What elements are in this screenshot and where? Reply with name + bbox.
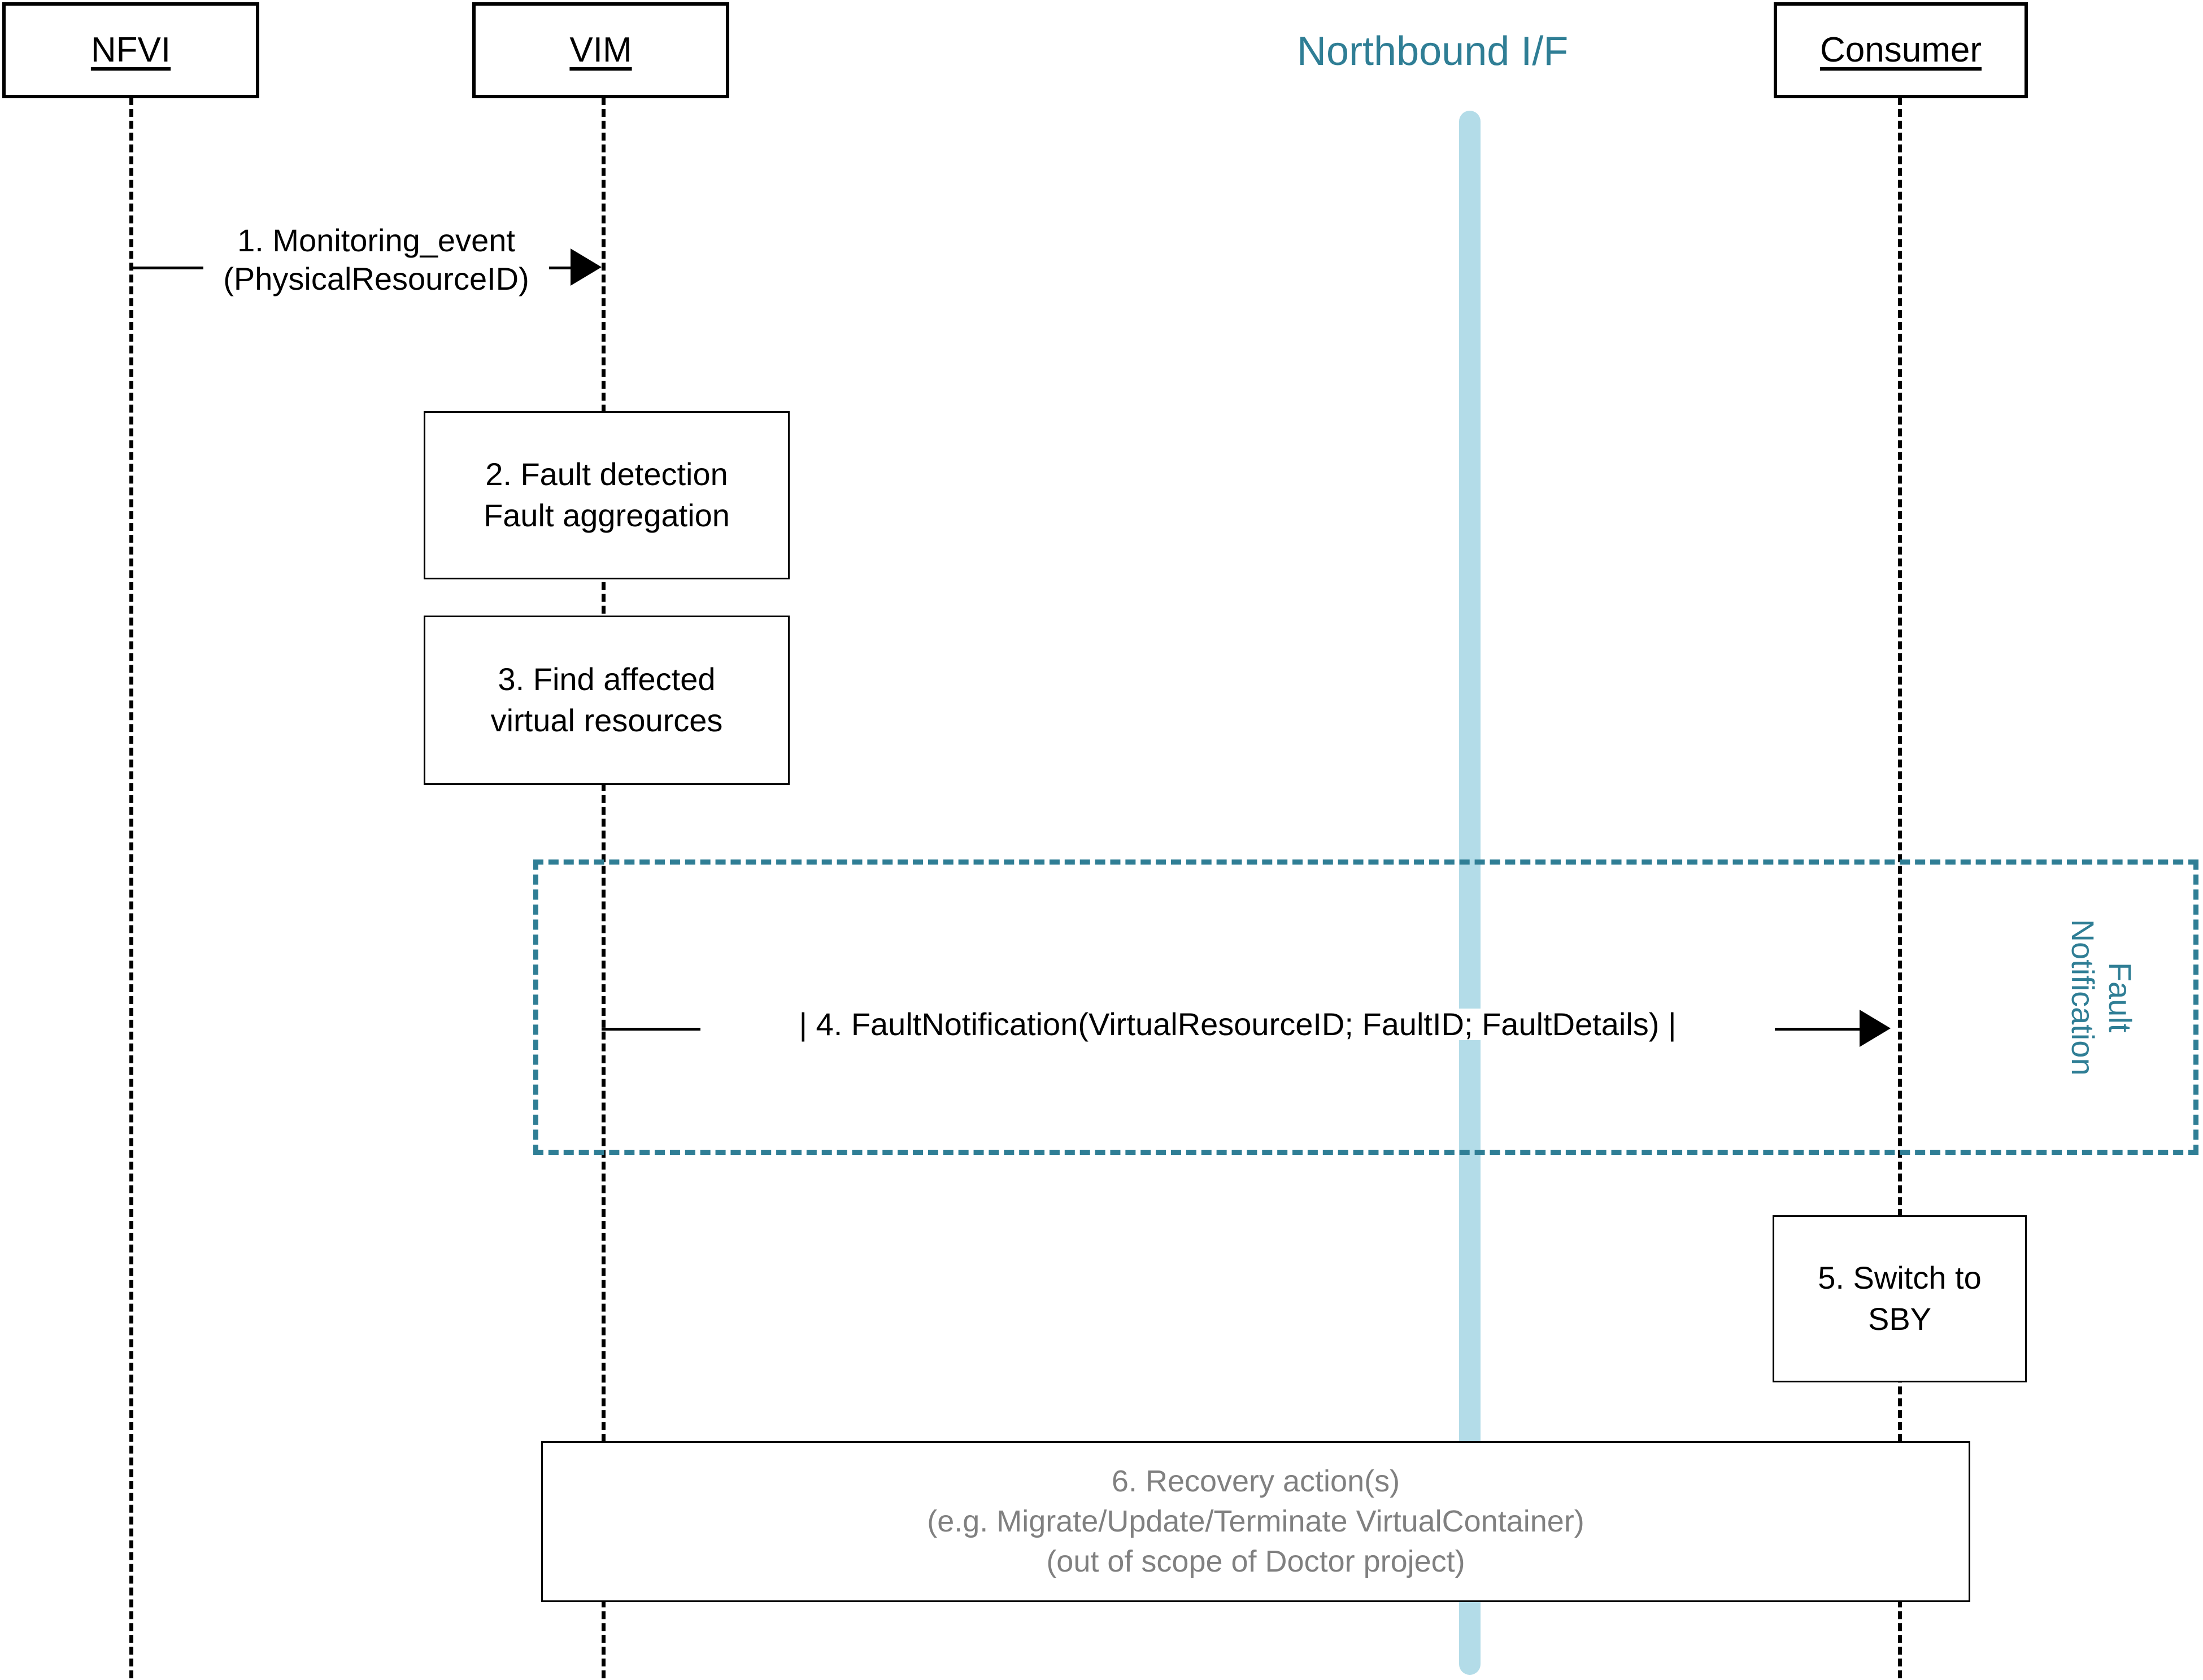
message-arrowhead-1	[571, 248, 602, 286]
message-label-4-text: | 4. FaultNotification(VirtualResourceID…	[799, 1006, 1677, 1042]
process-box-6-line1: 6. Recovery action(s)	[1111, 1464, 1400, 1498]
lifeline-consumer	[1898, 97, 1902, 1678]
actor-box-consumer[interactable]: Consumer	[1774, 2, 2028, 98]
actor-label-consumer: Consumer	[1820, 30, 1982, 69]
lifeline-nfvi	[129, 97, 133, 1678]
fault-notification-fragment	[533, 859, 2198, 1155]
actor-box-vim[interactable]: VIM	[472, 2, 729, 98]
actor-label-nfvi: NFVI	[90, 30, 171, 69]
process-box-recovery-actions[interactable]: 6. Recovery action(s) (e.g. Migrate/Upda…	[541, 1441, 1970, 1602]
process-box-switch-to-sby[interactable]: 5. Switch to SBY	[1773, 1215, 2027, 1382]
process-box-2-line1: 2. Fault detection	[485, 456, 728, 492]
process-box-2-line2: Fault aggregation	[484, 498, 730, 533]
message-label-4: | 4. FaultNotification(VirtualResourceID…	[700, 1009, 1775, 1040]
message-label-1-line1: 1. Monitoring_event	[237, 222, 515, 258]
process-box-5-line1: 5. Switch to	[1818, 1260, 1982, 1296]
northbound-interface-label: Northbound I/F	[1297, 29, 1569, 74]
process-box-fault-detection[interactable]: 2. Fault detection Fault aggregation	[424, 411, 790, 579]
process-box-6-line2: (e.g. Migrate/Update/Terminate VirtualCo…	[927, 1504, 1584, 1538]
actor-label-vim: VIM	[569, 30, 632, 69]
process-box-6-line3: (out of scope of Doctor project)	[1046, 1544, 1465, 1579]
northbound-interface-bar	[1459, 111, 1481, 1675]
process-box-find-affected-resources[interactable]: 3. Find affected virtual resources	[424, 616, 790, 785]
process-box-5-line2: SBY	[1867, 1301, 1932, 1337]
process-box-3-line2: virtual resources	[490, 702, 723, 738]
lifeline-vim	[602, 97, 606, 1678]
process-box-3-line1: 3. Find affected	[498, 661, 716, 697]
actor-box-nfvi[interactable]: NFVI	[2, 2, 259, 98]
message-label-1: 1. Monitoring_event (PhysicalResourceID)	[203, 221, 549, 299]
fragment-title-line1: Fault	[2102, 962, 2139, 1033]
fragment-title-line2: Notification	[2065, 919, 2101, 1076]
fault-notification-fragment-title: Fault Notification	[2064, 896, 2139, 1099]
message-label-1-line2: (PhysicalResourceID)	[223, 261, 529, 297]
message-arrowhead-4	[1860, 1010, 1891, 1047]
